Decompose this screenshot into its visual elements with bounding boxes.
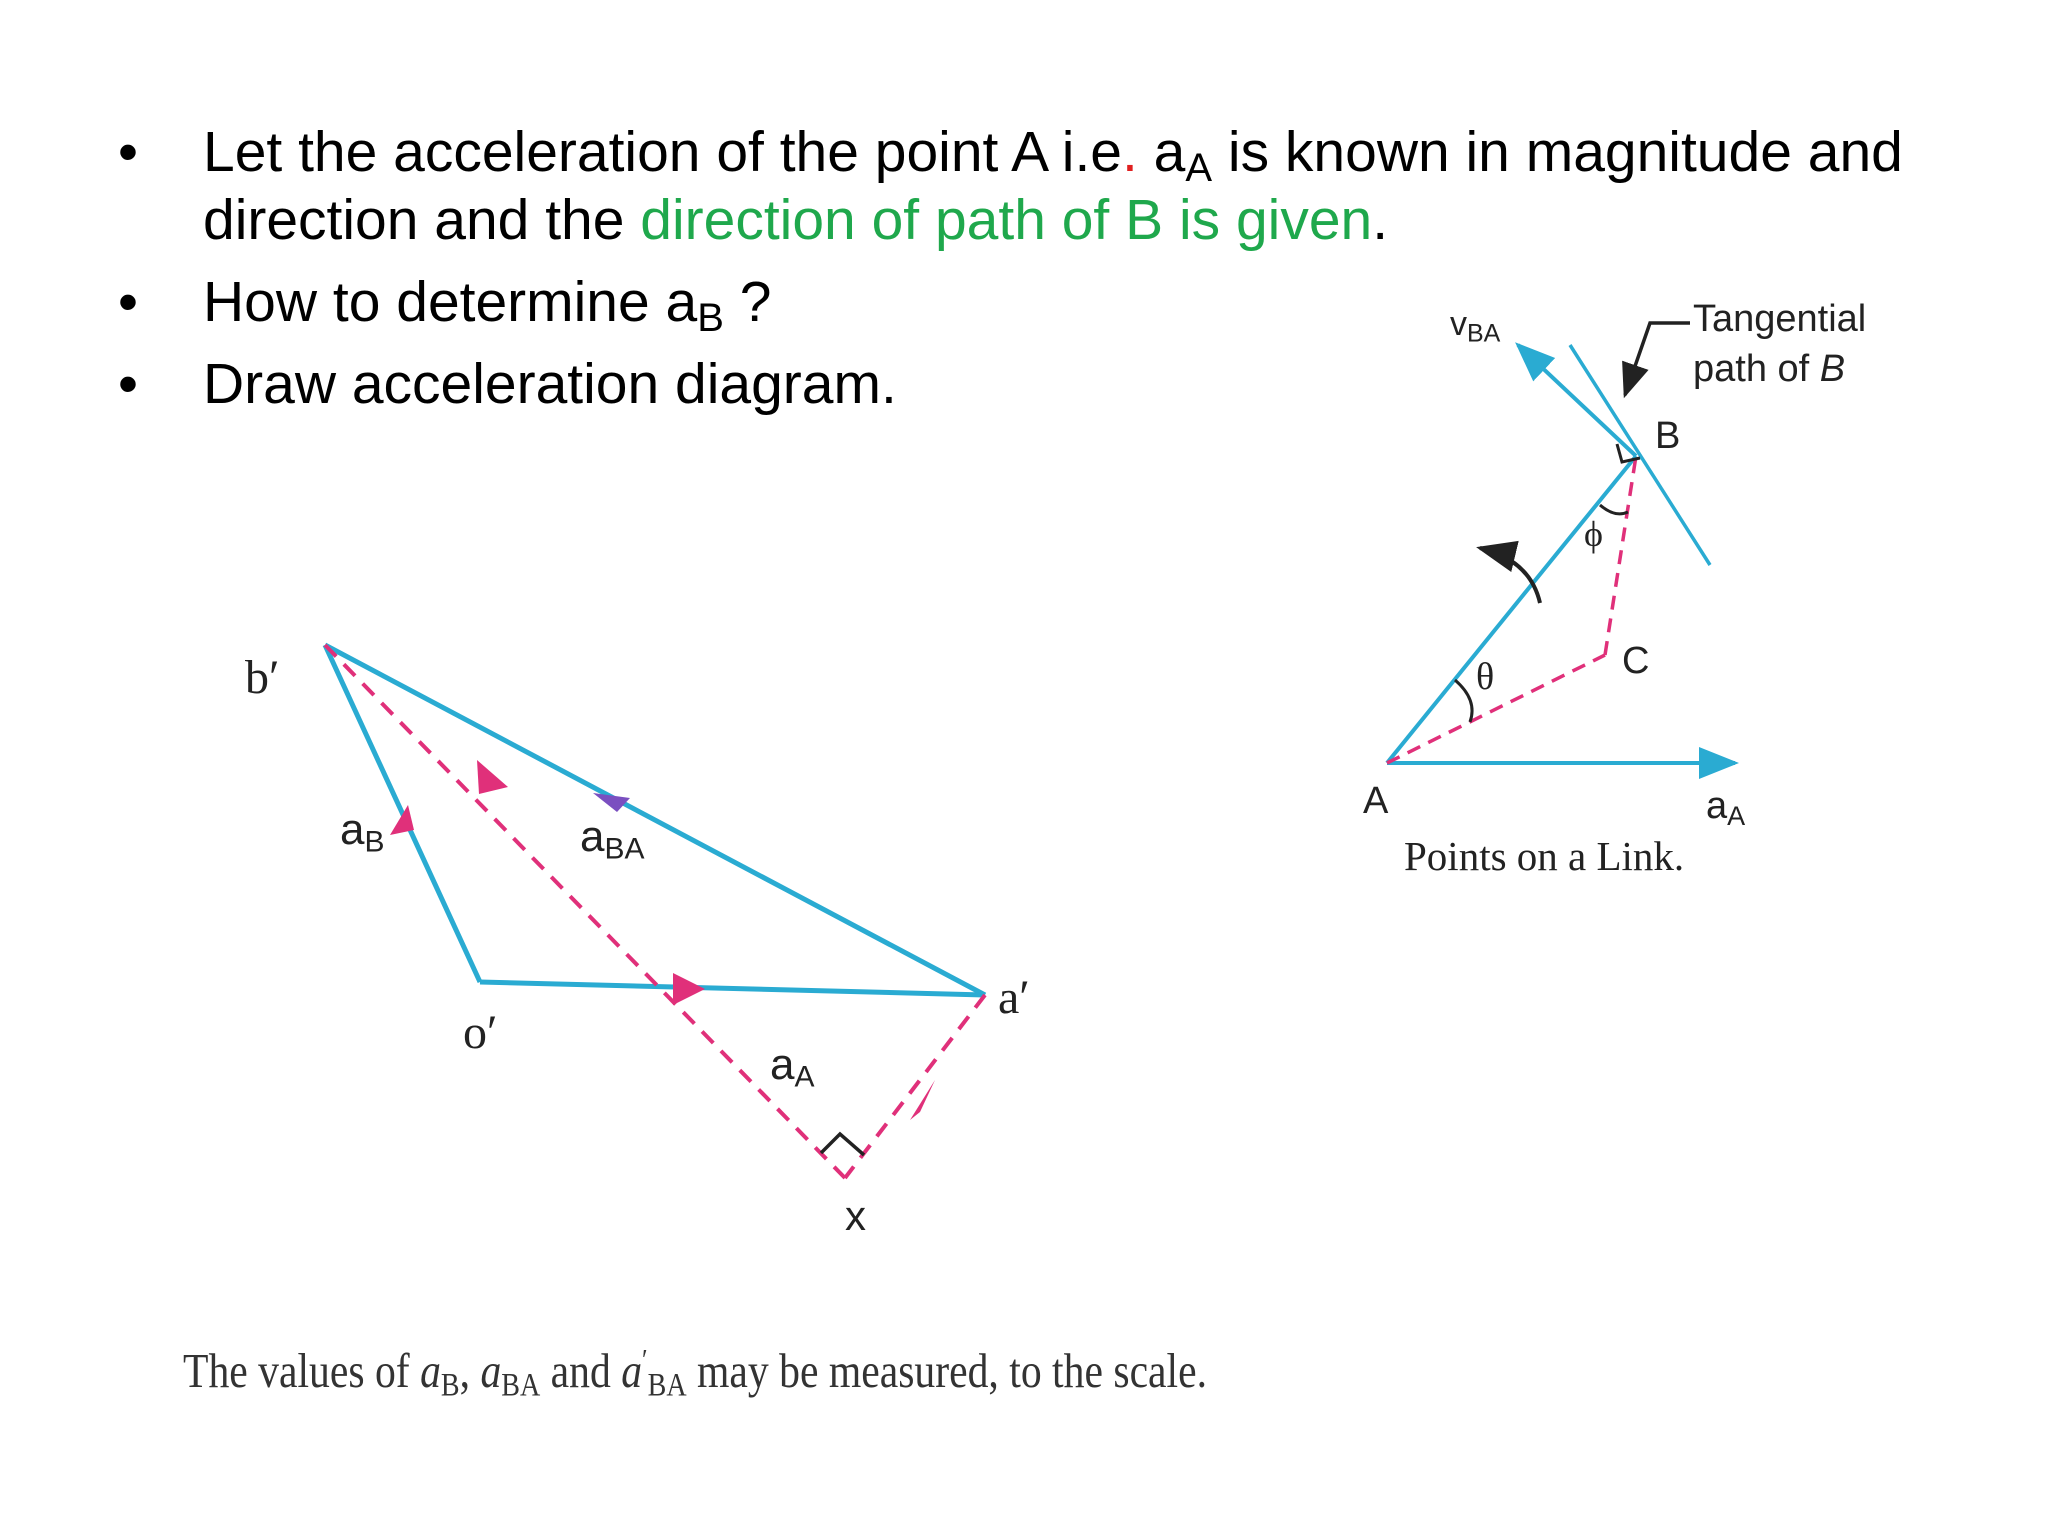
label-vBA: vBA [1450, 305, 1501, 348]
caption-text-2: and [540, 1343, 622, 1398]
label-aBA-sub: BA [604, 832, 645, 866]
bullet-marker: • [118, 270, 138, 334]
arc-theta [1454, 678, 1474, 723]
label-A: A [1363, 780, 1389, 822]
bullet-1-red-dot: . [1122, 120, 1138, 184]
caption-text-1: The values of [183, 1343, 421, 1398]
arrowhead-b-dashed [477, 760, 508, 794]
label-tangential-2-B: B [1819, 348, 1846, 390]
vector-aB [322, 643, 483, 984]
link-figure-caption: Points on a Link. [1404, 833, 1685, 879]
bullet-1-green-text: direction of path of B is given [640, 188, 1373, 252]
arc-phi [1599, 503, 1629, 516]
caption-atBA-sub: BA [647, 1367, 687, 1404]
bullet-1-text-end: . [1372, 188, 1389, 252]
arrowhead-aB [390, 805, 414, 835]
bullet-1-subscript: A [1185, 146, 1213, 190]
label-vBA-main: v [1450, 305, 1467, 343]
label-aA-main: a [770, 1040, 795, 1089]
arrowhead-aBA [593, 793, 630, 812]
label-aB: aB [340, 805, 385, 857]
right-angle-mark-x [819, 1131, 866, 1157]
link-AB [1385, 454, 1638, 765]
bullet-item-2: • How to determine aB ? [118, 268, 2018, 338]
label-a-prime: a′ [998, 971, 1030, 1024]
caption-aBA: a [480, 1343, 502, 1398]
bullet-1-text-a: a [1137, 120, 1186, 184]
caption-prime: ′ [642, 1343, 648, 1377]
label-link-aA-main: a [1706, 785, 1728, 827]
caption-atBA: a [621, 1343, 643, 1398]
caption-aB-sub: B [440, 1367, 460, 1404]
link-figure [1385, 321, 1739, 779]
label-o-prime: o′ [463, 1006, 498, 1059]
bullet-marker: • [118, 352, 138, 416]
label-x: x [845, 1192, 866, 1239]
label-B: B [1655, 415, 1681, 457]
caption-aB: a [420, 1343, 441, 1398]
vector-aBA [323, 642, 987, 998]
label-aB-main: a [340, 805, 365, 854]
bottom-caption: The values of aB, aBA and a′BA may be me… [183, 1342, 1208, 1402]
dashed-C-B [1603, 455, 1638, 656]
label-C: C [1622, 640, 1650, 682]
label-tangential-2-prefix: path of [1693, 348, 1820, 390]
caption-aBA-sub: BA [501, 1367, 541, 1404]
label-link-aA: aA [1706, 785, 1746, 831]
label-vBA-sub: BA [1467, 319, 1501, 348]
bullet-list: • Let the acceleration of the point A i.… [118, 118, 2018, 432]
bullet-2-text: How to determine a [203, 270, 698, 334]
bullet-item-3: • Draw acceleration diagram. [118, 350, 2018, 418]
label-tangential-1: Tangential [1693, 298, 1867, 340]
rotation-arrow [1476, 540, 1542, 604]
bullet-item-1: • Let the acceleration of the point A i.… [118, 118, 2018, 254]
label-tangential-2: path of B [1693, 348, 1845, 391]
label-aB-sub: B [364, 825, 385, 859]
bullet-marker: • [118, 120, 138, 184]
dashed-line-a-x [843, 993, 987, 1180]
vector-vBA [1515, 342, 1638, 458]
acceleration-diagram [322, 642, 987, 1180]
label-b-prime: b′ [245, 651, 280, 704]
tangential-path-line [1568, 344, 1712, 566]
leader-tangential [1622, 321, 1690, 399]
bullet-2-subscript: B [697, 296, 724, 340]
dashed-line-b-x [323, 643, 847, 1180]
caption-sep: , [459, 1343, 481, 1398]
dashed-A-C [1386, 653, 1606, 765]
label-phi: ϕ [1584, 514, 1603, 554]
right-angle-mark-B [1615, 443, 1641, 464]
label-aBA: aBA [580, 812, 645, 864]
bullet-1-text-start: Let the acceleration of the point A i.e [203, 120, 1122, 184]
label-aA-sub: A [794, 1060, 815, 1094]
bullet-2-text-end: ? [723, 270, 772, 334]
label-aA: aA [770, 1040, 815, 1092]
caption-text-3: may be measured, to the scale. [686, 1343, 1208, 1398]
arrowhead-a-dashed [910, 1080, 935, 1120]
bullet-3-text: Draw acceleration diagram. [203, 352, 897, 416]
vector-aA [479, 979, 986, 998]
label-link-aA-sub: A [1727, 800, 1746, 831]
label-aBA-main: a [580, 812, 605, 861]
bullet-1-text-mid: is known in magnitude and direction and … [203, 120, 1903, 252]
arrowhead-aA [673, 973, 705, 1005]
label-theta: θ [1476, 656, 1495, 698]
